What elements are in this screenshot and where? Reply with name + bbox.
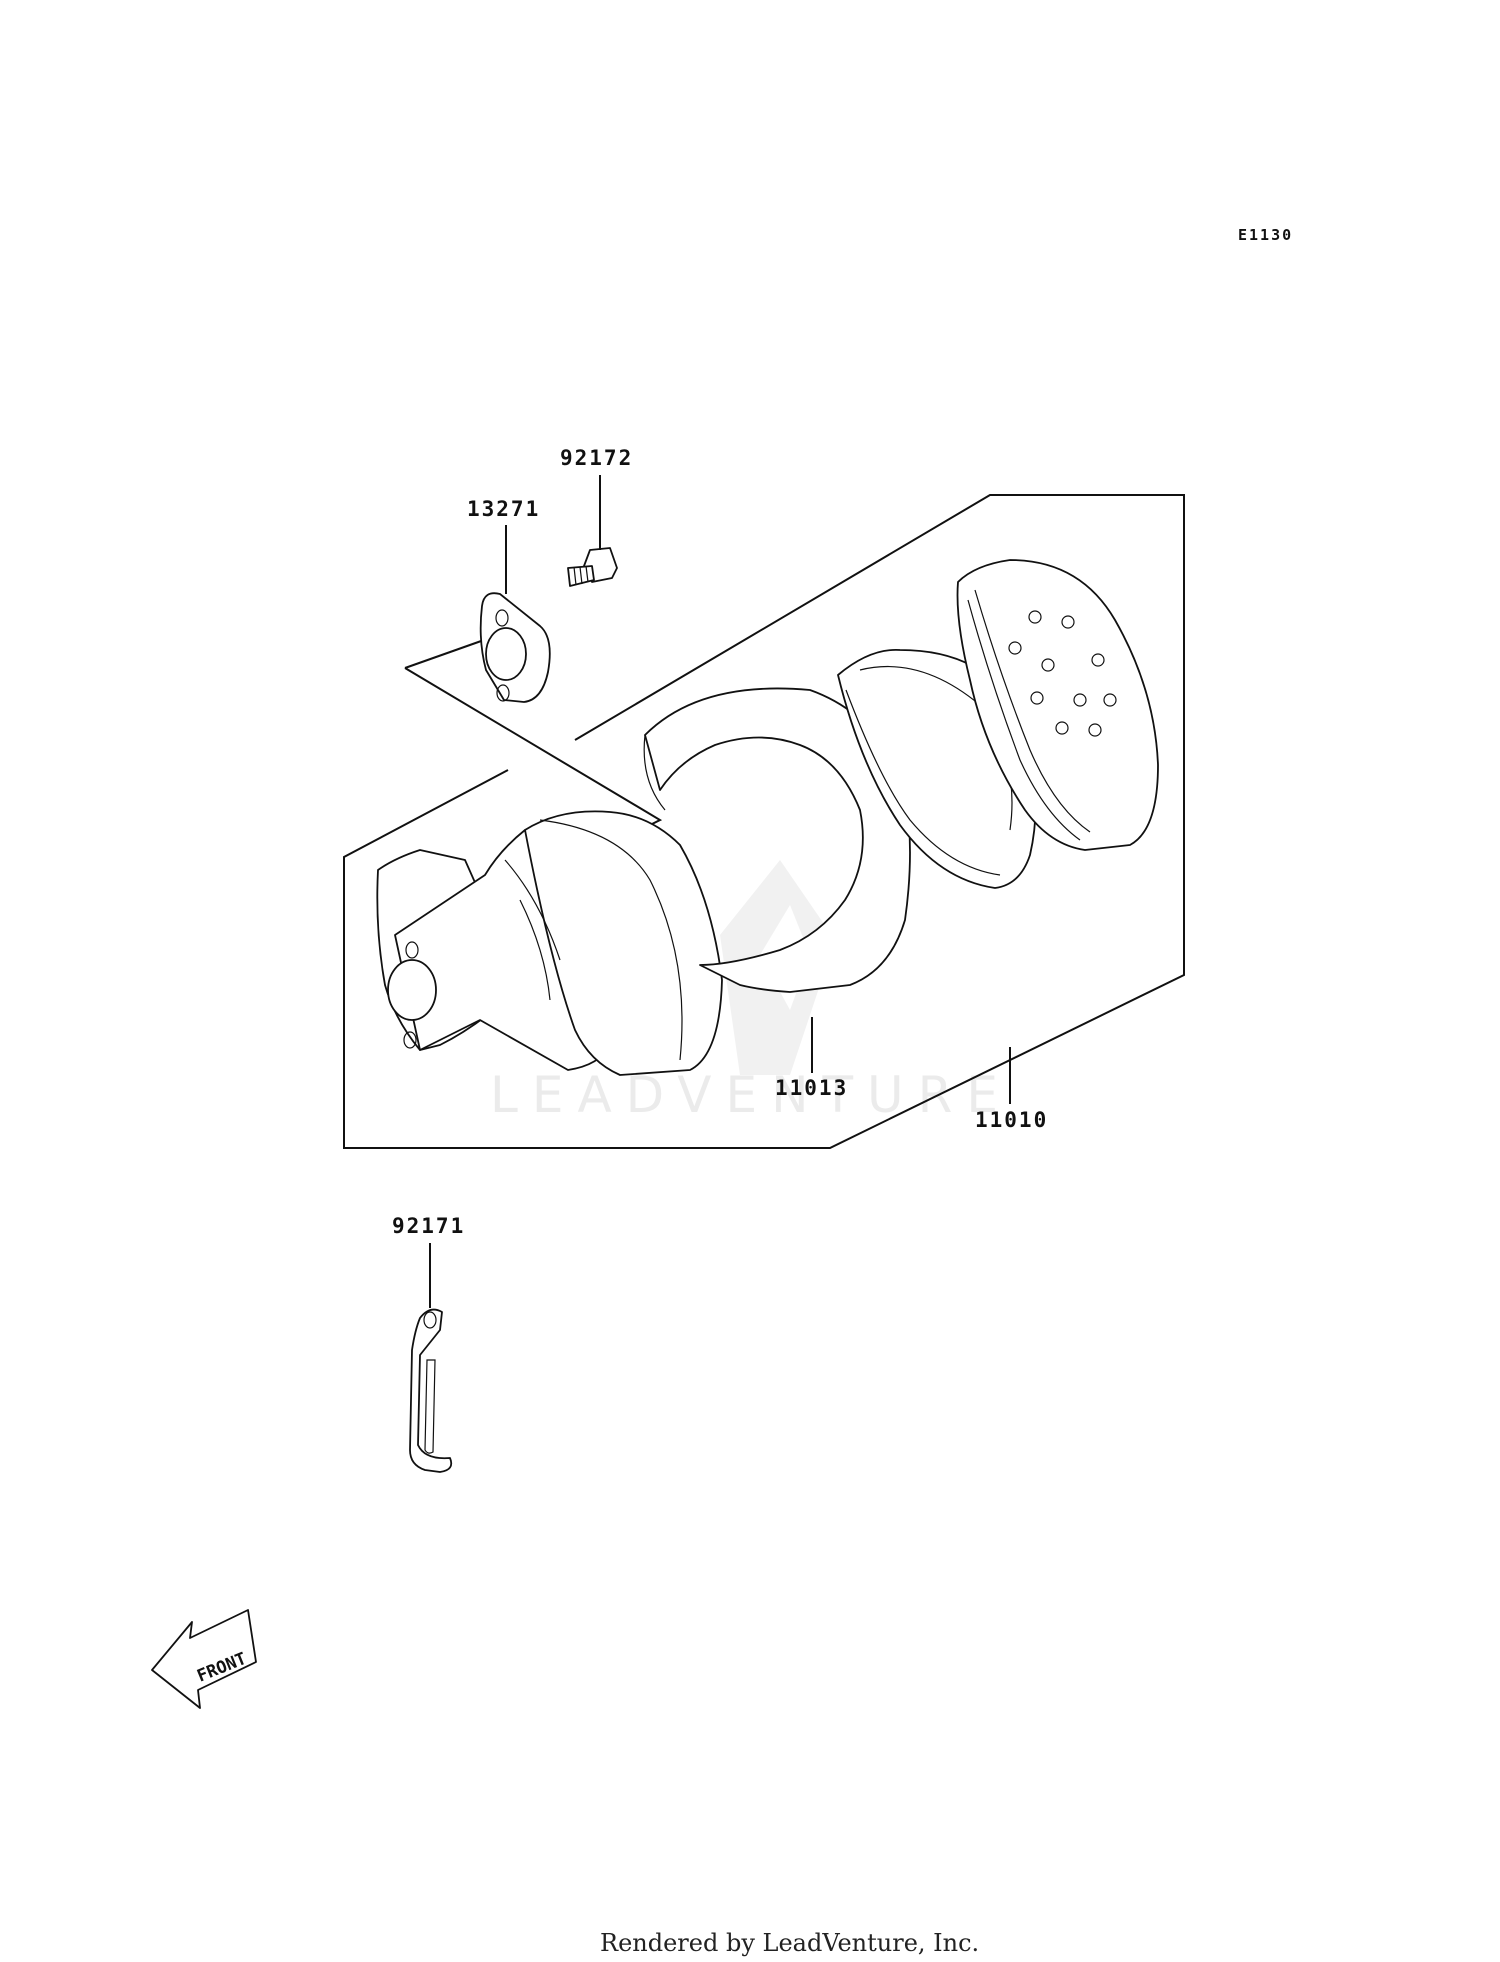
watermark-text: LEADVENTURE	[490, 1066, 1012, 1124]
part-label-11010[interactable]: 11010	[975, 1108, 1048, 1132]
part-label-92171[interactable]: 92171	[392, 1214, 465, 1238]
footer-credit: Rendered by LeadVenture, Inc.	[600, 1929, 979, 1957]
part-label-13271[interactable]: 13271	[467, 497, 540, 521]
muffler-body[interactable]	[376, 810, 723, 1076]
leader-lines	[429, 475, 1011, 1308]
gasket-13271[interactable]	[479, 592, 551, 703]
part-label-92172[interactable]: 92172	[560, 446, 633, 470]
diagram-code: E1130	[1238, 226, 1293, 244]
part-label-11013[interactable]: 11013	[775, 1076, 848, 1100]
end-cap[interactable]	[956, 559, 1159, 851]
bolt-92172[interactable]	[567, 547, 618, 587]
bracket-92171[interactable]	[409, 1308, 453, 1473]
front-arrow-icon: FRONT	[151, 1609, 257, 1709]
